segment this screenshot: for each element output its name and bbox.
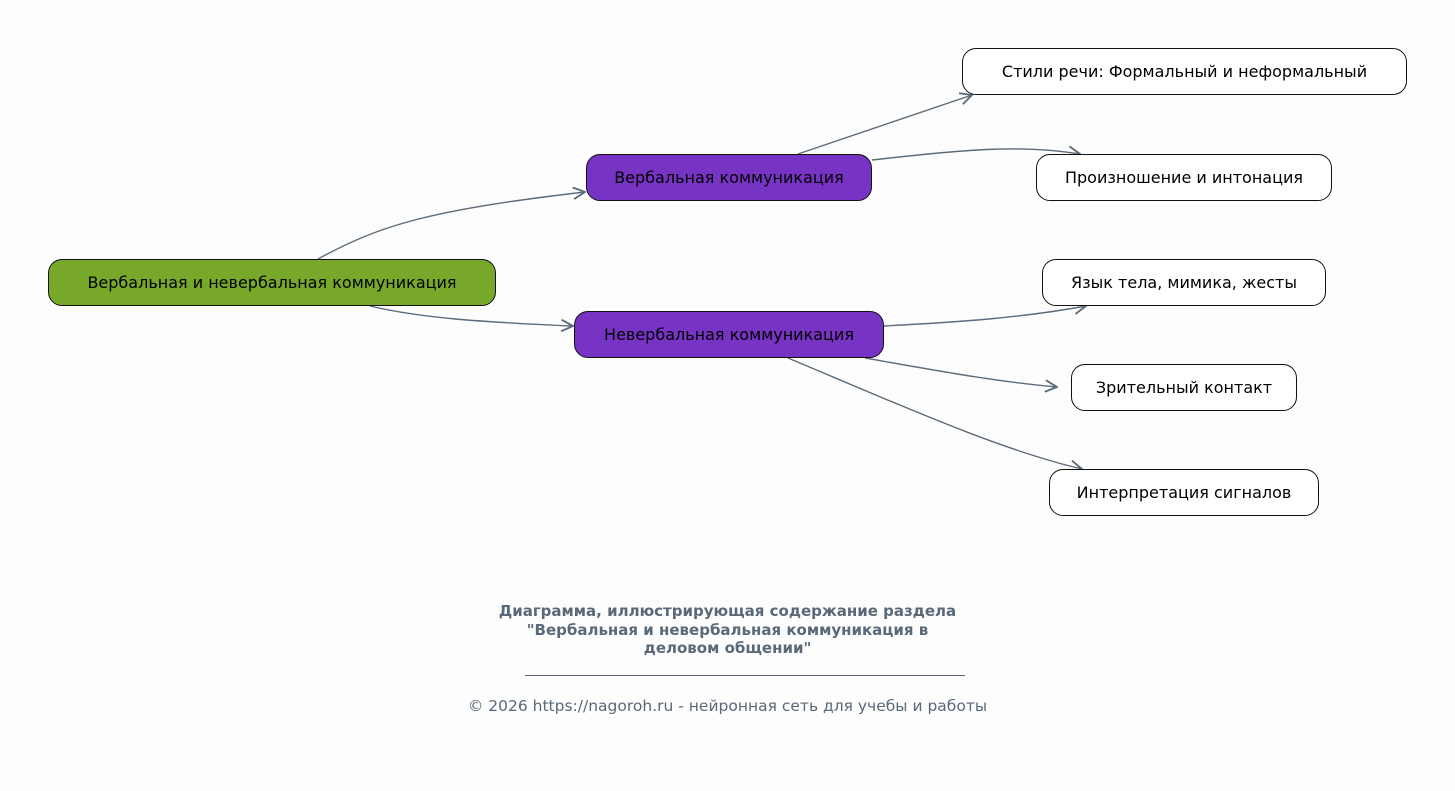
edge-nonverbal-body	[883, 306, 1086, 327]
caption-line: деловом общении"	[643, 639, 812, 657]
node-verbal[interactable]: Вербальная коммуникация	[586, 154, 872, 201]
diagram-caption: Диаграмма, иллюстрирующая содержание раз…	[0, 602, 1455, 658]
node-eye-contact[interactable]: Зрительный контакт	[1071, 364, 1297, 411]
node-pronunciation[interactable]: Произношение и интонация	[1036, 154, 1332, 201]
node-nonverbal[interactable]: Невербальная коммуникация	[574, 311, 884, 358]
node-speech-styles[interactable]: Стили речи: Формальный и неформальный	[962, 48, 1407, 95]
edge-root-verbal	[317, 192, 585, 260]
edge-nonverbal-signals	[787, 357, 1082, 469]
edge-root-nonverbal	[369, 305, 573, 326]
edge-nonverbal-eye	[864, 357, 1057, 387]
caption-line: "Вербальная и невербальная коммуникация …	[526, 620, 929, 639]
edge-verbal-styles	[797, 95, 972, 155]
divider	[525, 675, 965, 676]
footer-copyright: © 2026 https://nagoroh.ru - нейронная се…	[467, 697, 988, 715]
node-body-language[interactable]: Язык тела, мимика, жесты	[1042, 259, 1326, 306]
node-root[interactable]: Вербальная и невербальная коммуникация	[48, 259, 496, 306]
node-signal-interpretation[interactable]: Интерпретация сигналов	[1049, 469, 1319, 516]
edge-verbal-pronunciation	[871, 149, 1080, 161]
caption-line: Диаграмма, иллюстрирующая содержание раз…	[498, 602, 957, 620]
